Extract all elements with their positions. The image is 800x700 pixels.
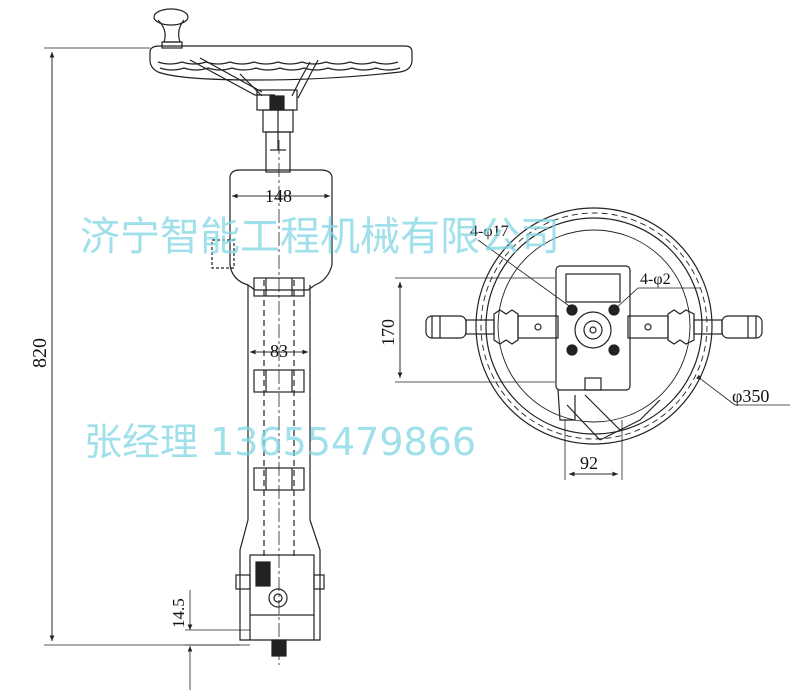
dim-mount-width bbox=[564, 420, 623, 480]
label-width-upper: 148 bbox=[265, 186, 292, 206]
lower-arm bbox=[557, 389, 661, 441]
dim-bottom-offset bbox=[185, 590, 250, 690]
column-brackets bbox=[253, 277, 305, 491]
leader-holes-small bbox=[477, 239, 573, 309]
leader-holes-large bbox=[613, 287, 700, 311]
top-view bbox=[425, 207, 763, 445]
mounting-plate bbox=[555, 265, 631, 391]
label-holes-large: 4-φ2 bbox=[640, 271, 671, 288]
right-actuator bbox=[627, 309, 763, 345]
wheel-rim-detail bbox=[480, 212, 708, 440]
hub bbox=[256, 89, 298, 150]
leader-wheel-diameter bbox=[696, 374, 790, 406]
label-mount-height: 170 bbox=[378, 319, 398, 346]
wheel-outer-rim bbox=[475, 207, 713, 445]
side-view bbox=[149, 8, 413, 665]
label-wheel-diameter: φ350 bbox=[732, 386, 769, 406]
handwheel-knob bbox=[153, 8, 189, 49]
label-bottom-offset: 14.5 bbox=[169, 598, 188, 628]
upper-shaft bbox=[265, 131, 291, 173]
watermark-contact: 张经理 13655479866 bbox=[84, 420, 476, 464]
label-holes-small: 4-φ17 bbox=[470, 223, 509, 240]
handwheel-rim bbox=[149, 45, 413, 81]
valve-block bbox=[235, 554, 325, 657]
left-actuator bbox=[425, 309, 559, 345]
upper-housing bbox=[211, 169, 333, 291]
handwheel-spokes bbox=[189, 57, 319, 99]
column bbox=[239, 140, 321, 665]
label-mount-width: 92 bbox=[580, 453, 598, 473]
dim-mount-height bbox=[395, 277, 555, 383]
dim-height bbox=[44, 47, 240, 646]
watermark-company: 济宁智能工程机械有限公司 bbox=[80, 214, 560, 260]
wheel-inner-circle bbox=[497, 229, 691, 423]
label-height: 820 bbox=[29, 338, 51, 368]
label-width-shaft: 83 bbox=[270, 341, 288, 361]
